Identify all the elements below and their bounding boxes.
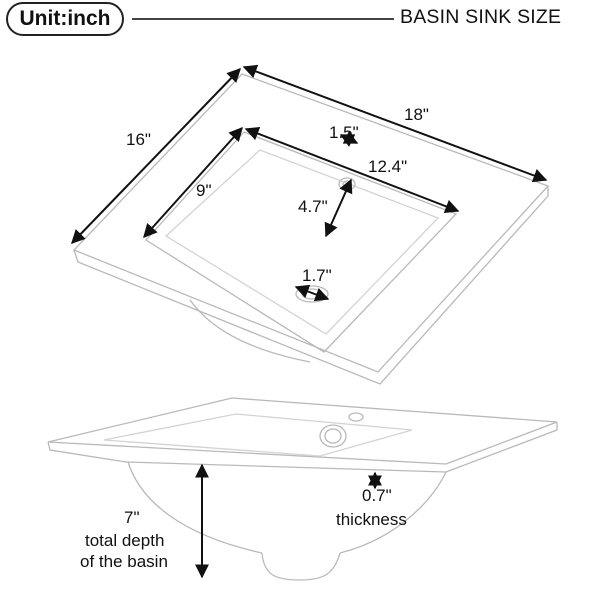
side-view-inner-basin	[103, 413, 413, 457]
drain-arrow	[294, 284, 330, 302]
side-view-drain	[319, 424, 347, 448]
basin-width-label: 9"	[196, 181, 212, 200]
outer-length-label: 18"	[404, 105, 429, 124]
side-view-drain-pipe	[261, 552, 341, 581]
faucet-hole-arrow	[339, 131, 359, 147]
side-view-faucet-hole	[348, 412, 364, 422]
faucet-to-basin-label: 4.7"	[298, 197, 328, 216]
thickness-value-label: 0.7"	[362, 486, 392, 505]
side-view-slab-edge	[47, 422, 558, 473]
top-view-sink	[72, 73, 550, 385]
depth-value-label: 7"	[124, 508, 140, 527]
basin-width-arrow	[143, 126, 243, 239]
depth-text-line2: of the basin	[80, 552, 168, 571]
top-view-dimension-arrows	[71, 64, 548, 302]
outer-width-label: 16"	[126, 130, 151, 149]
thickness-text-label: thickness	[336, 510, 407, 529]
basin-length-arrow	[244, 127, 460, 213]
top-view-outer-slab	[72, 73, 550, 373]
header-divider-line	[132, 18, 394, 20]
unit-badge: Unit:inch	[6, 2, 124, 36]
side-view-sink	[47, 397, 558, 581]
faucet-to-basin-arrow	[324, 178, 353, 238]
outer-width-arrow	[71, 67, 241, 245]
top-view-slab-edge	[73, 186, 549, 385]
top-view-basin-inner-wall	[164, 149, 440, 335]
faucet-hole-label: 1.5"	[329, 123, 359, 142]
basin-length-label: 12.4"	[368, 157, 407, 176]
side-view-dimension-arrows	[195, 463, 382, 579]
unit-label: Unit:inch	[19, 7, 111, 30]
drain-label: 1.7"	[302, 266, 332, 285]
side-view-bowl	[127, 461, 447, 554]
depth-text-line1: total depth	[85, 531, 164, 550]
diagram-title: BASIN SINK SIZE	[400, 6, 562, 28]
side-view-top-slab	[47, 397, 558, 465]
outer-length-arrow	[242, 64, 548, 183]
